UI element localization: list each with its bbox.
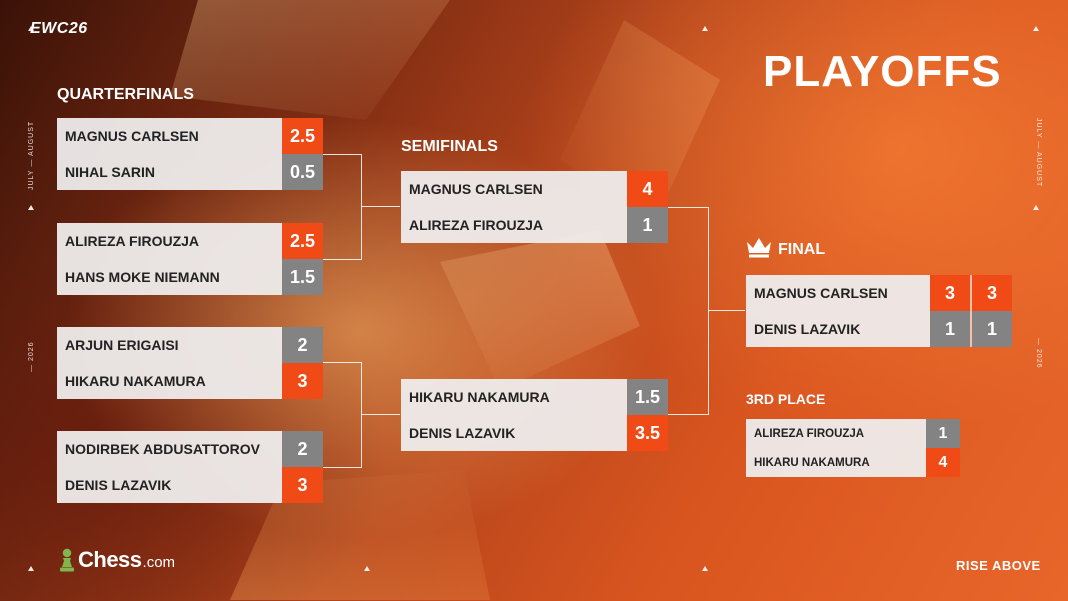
player-name: HANS MOKE NIEMANN — [57, 259, 282, 295]
player-score: 2 — [282, 327, 323, 363]
qf1-player2-row: NIHAL SARIN 0.5 — [57, 154, 323, 190]
page-title: PLAYOFFS — [763, 47, 1002, 96]
bracket-connector — [362, 206, 400, 207]
triangle-marker-icon — [364, 566, 370, 571]
triangle-marker-icon — [702, 566, 708, 571]
player-name: ALIREZA FIROUZJA — [401, 207, 627, 243]
player-score-game2: 1 — [972, 311, 1012, 347]
player-score: 1 — [926, 419, 960, 448]
player-score: 2.5 — [282, 118, 323, 154]
player-score: 3.5 — [627, 415, 668, 451]
side-label-year-right: — 2026 — [1035, 338, 1042, 369]
player-name: DENIS LAZAVIK — [746, 311, 930, 347]
side-label-months-left: JULY — AUGUST — [28, 120, 35, 190]
score-divider — [970, 275, 972, 311]
chess-com-logo: Chess .com — [58, 547, 175, 573]
player-name: MAGNUS CARLSEN — [57, 118, 282, 154]
player-score: 4 — [627, 171, 668, 207]
triangle-marker-icon — [702, 26, 708, 31]
player-name: ARJUN ERIGAISI — [57, 327, 282, 363]
quarterfinals-heading: QUARTERFINALS — [57, 86, 194, 103]
sf2-player1-row: HIKARU NAKAMURA 1.5 — [401, 379, 668, 415]
background-shard — [170, 0, 450, 120]
bracket-connector — [668, 207, 709, 415]
final-heading: FINAL — [778, 241, 826, 258]
final-player1-row: MAGNUS CARLSEN 3 3 — [746, 275, 1012, 311]
bracket-connector — [709, 310, 745, 311]
player-name: ALIREZA FIROUZJA — [57, 223, 282, 259]
player-name: ALIREZA FIROUZJA — [746, 419, 926, 448]
qf3-player2-row: HIKARU NAKAMURA 3 — [57, 363, 323, 399]
player-score: 3 — [282, 467, 323, 503]
bracket-connector — [323, 154, 362, 260]
triangle-marker-icon — [28, 26, 34, 31]
player-score: 1.5 — [282, 259, 323, 295]
player-score: 3 — [282, 363, 323, 399]
qf2-player2-row: HANS MOKE NIEMANN 1.5 — [57, 259, 323, 295]
bracket-connector — [362, 414, 400, 415]
third-place-player2-row: HIKARU NAKAMURA 4 — [746, 448, 960, 477]
sf2-player2-row: DENIS LAZAVIK 3.5 — [401, 415, 668, 451]
logo-suffix-text: .com — [142, 554, 176, 571]
player-score: 2.5 — [282, 223, 323, 259]
qf4-player2-row: DENIS LAZAVIK 3 — [57, 467, 323, 503]
player-score-game2: 3 — [972, 275, 1012, 311]
player-name: HIKARU NAKAMURA — [57, 363, 282, 399]
semifinals-heading: SEMIFINALS — [401, 138, 498, 155]
player-score: 1.5 — [627, 379, 668, 415]
triangle-marker-icon — [28, 205, 34, 210]
player-score: 1 — [627, 207, 668, 243]
background-shard — [440, 230, 640, 390]
player-name: MAGNUS CARLSEN — [746, 275, 930, 311]
qf2-player1-row: ALIREZA FIROUZJA 2.5 — [57, 223, 323, 259]
sf1-player2-row: ALIREZA FIROUZJA 1 — [401, 207, 668, 243]
logo-brand-text: Chess — [78, 547, 142, 572]
triangle-marker-icon — [1033, 205, 1039, 210]
crown-icon — [747, 238, 771, 258]
player-name: HIKARU NAKAMURA — [401, 379, 627, 415]
player-score: 4 — [926, 448, 960, 477]
third-place-player1-row: ALIREZA FIROUZJA 1 — [746, 419, 960, 448]
player-name: DENIS LAZAVIK — [57, 467, 282, 503]
score-divider — [970, 311, 972, 347]
third-place-heading: 3RD PLACE — [746, 391, 826, 407]
player-score: 0.5 — [282, 154, 323, 190]
bracket-connector — [323, 362, 362, 468]
triangle-marker-icon — [28, 566, 34, 571]
player-score-game1: 3 — [930, 275, 970, 311]
player-name: NODIRBEK ABDUSATTOROV — [57, 431, 282, 467]
pawn-icon — [60, 548, 74, 572]
player-name: NIHAL SARIN — [57, 154, 282, 190]
qf1-player1-row: MAGNUS CARLSEN 2.5 — [57, 118, 323, 154]
triangle-marker-icon — [1033, 26, 1039, 31]
player-name: MAGNUS CARLSEN — [401, 171, 627, 207]
final-player2-row: DENIS LAZAVIK 1 1 — [746, 311, 1012, 347]
player-score-game1: 1 — [930, 311, 970, 347]
event-logo: EWC26 — [30, 20, 88, 37]
player-score: 2 — [282, 431, 323, 467]
qf3-player1-row: ARJUN ERIGAISI 2 — [57, 327, 323, 363]
player-name: DENIS LAZAVIK — [401, 415, 627, 451]
sf1-player1-row: MAGNUS CARLSEN 4 — [401, 171, 668, 207]
qf4-player1-row: NODIRBEK ABDUSATTOROV 2 — [57, 431, 323, 467]
player-name: HIKARU NAKAMURA — [746, 448, 926, 477]
side-label-year-left: — 2026 — [28, 341, 35, 372]
tagline: RISE ABOVE — [956, 558, 1041, 573]
side-label-months-right: JULY — AUGUST — [1035, 118, 1042, 188]
